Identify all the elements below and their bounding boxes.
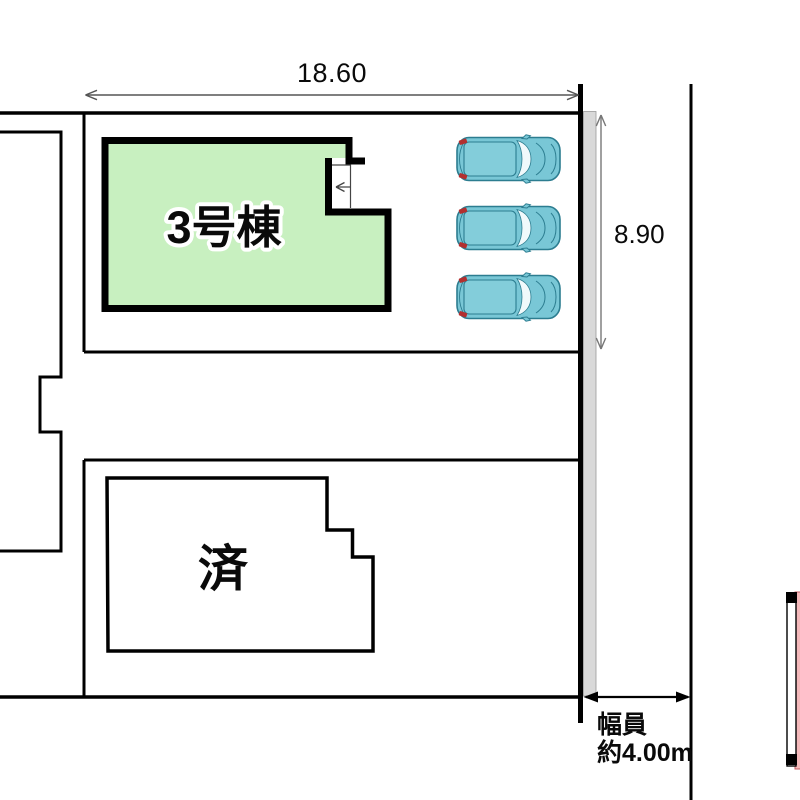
sidewalk-strip — [583, 111, 597, 697]
car-icon — [456, 271, 561, 323]
road-width-dim: 幅員 約4.00m — [583, 691, 693, 767]
entrance-arrow-icon — [335, 181, 351, 193]
road-width-arrowhead — [583, 691, 598, 703]
entrance-alcove — [332, 164, 352, 208]
road-width-arrowhead — [676, 691, 691, 703]
neighbor-plot-left-outline — [0, 130, 63, 553]
dim-top-arrowheads — [85, 89, 579, 101]
boundary-post-marker — [786, 592, 797, 603]
car-icon — [456, 134, 561, 184]
dim-top: 18.60 — [85, 58, 579, 101]
neighbor-plot-right — [786, 591, 800, 770]
building-3-walls — [101, 137, 392, 312]
neighbor-plot-right-strip — [786, 593, 797, 767]
road-width-label-line2: 約4.00m — [597, 738, 693, 767]
building-3-label: 3号棟 — [166, 202, 282, 253]
car-icon — [456, 203, 561, 253]
building-3-fill — [107, 143, 386, 305]
building-sold-label: 済 — [198, 541, 249, 597]
dim-right-label: 8.90 — [614, 219, 665, 249]
boundary-post-marker — [786, 754, 797, 765]
road-width-label-line1: 幅員 — [597, 711, 647, 739]
dim-right-arrowheads — [595, 114, 607, 350]
dim-top-label: 18.60 — [297, 58, 367, 88]
dim-right: 8.90 — [595, 114, 665, 350]
building-sold-outline — [105, 476, 375, 653]
